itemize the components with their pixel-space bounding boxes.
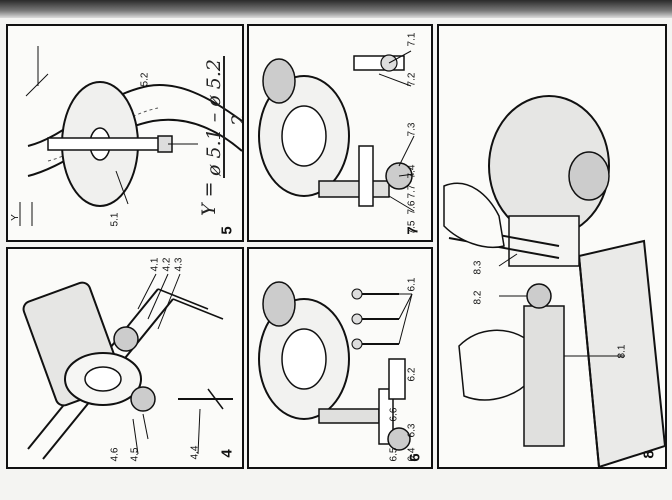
callout-5-2: 5.2 — [139, 72, 151, 87]
figure-4-number: 4 — [218, 449, 236, 458]
callout-6-1: 6.1 — [406, 277, 418, 292]
figure-7-number: 7 — [404, 226, 422, 235]
figure-8-number: 8 — [640, 450, 658, 459]
callout-8-2: 8.2 — [472, 290, 484, 305]
callout-6-6: 6.6 — [388, 407, 400, 422]
callout-6-3: 6.3 — [406, 423, 418, 438]
callout-5-1: 5.1 — [109, 212, 121, 227]
callout-7-6: 7.6 — [406, 200, 418, 215]
figure-6-panel: 6.1 6.2 6.3 6.4 6.5 6.6 6 — [247, 247, 433, 469]
callout-6-2: 6.2 — [406, 367, 418, 382]
figure-5-drawing — [19, 46, 242, 226]
figure-8-drawing — [443, 95, 665, 467]
callout-7-3: 7.3 — [406, 122, 418, 137]
callout-7-2: 7.2 — [406, 72, 418, 87]
callout-4-1: 4.1 — [149, 257, 161, 272]
formula-lhs: Y = — [198, 181, 220, 216]
formula-numerator: ø 5.1 – ø 5.2 — [203, 59, 225, 176]
figure-5-number: 5 — [218, 226, 236, 235]
scan-shadow — [0, 0, 672, 18]
callout-8-3: 8.3 — [472, 260, 484, 275]
callout-6-5: 6.5 — [388, 447, 400, 462]
figure-6-drawing — [258, 281, 413, 451]
figure-7-panel: 7.1 7.2 7.3 7.4 7.5 7.6 7.7 7 — [247, 24, 433, 242]
callout-4-3: 4.3 — [173, 257, 185, 272]
figure-4-panel: 4.1 4.2 4.3 4.4 4.5 4.6 4 — [6, 247, 244, 469]
callout-7-4: 7.4 — [406, 164, 418, 179]
formula-fraction-bar — [223, 56, 225, 178]
callout-4-6: 4.6 — [109, 447, 121, 462]
figure-7-drawing — [258, 50, 415, 212]
figure-6-number: 6 — [406, 453, 424, 462]
figure-4-drawing — [22, 273, 233, 460]
callout-4-4: 4.4 — [189, 445, 201, 460]
callout-4-5: 4.5 — [129, 447, 141, 462]
figure-5-panel: 5.1 5.2 Y Y = ø 5.1 – ø 5.2 2 5 — [6, 24, 244, 242]
callout-7-7: 7.7 — [406, 184, 418, 199]
formula-denominator: 2 — [228, 114, 242, 126]
dimension-y-label: Y — [9, 214, 21, 221]
callout-7-1: 7.1 — [406, 32, 418, 47]
callout-4-2: 4.2 — [161, 257, 173, 272]
figure-8-panel: 8.3 8.2 8.1 8 — [437, 24, 667, 469]
callout-8-1: 8.1 — [616, 344, 628, 359]
